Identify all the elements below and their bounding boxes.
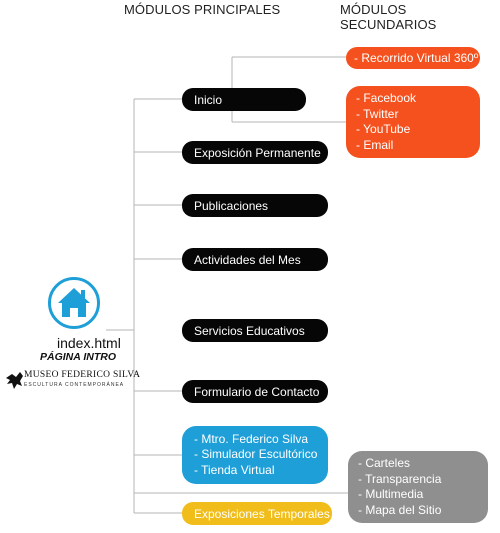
- module-inicio[interactable]: Inicio: [182, 88, 306, 111]
- list-item[interactable]: - Mtro. Federico Silva: [194, 431, 309, 446]
- list-item[interactable]: - Tienda Virtual: [194, 462, 275, 477]
- secondary-social-group[interactable]: - Facebook - Twitter - YouTube - Email: [346, 86, 480, 158]
- list-item[interactable]: - YouTube: [356, 122, 411, 136]
- module-publicaciones[interactable]: Publicaciones: [182, 194, 328, 217]
- secondary-modules-header: MÓDULOS SECUNDARIOS: [340, 2, 437, 32]
- list-item[interactable]: - Transparencia: [358, 471, 442, 486]
- secondary-recorrido-virtual[interactable]: - Recorrido Virtual 360º: [346, 47, 480, 69]
- list-item[interactable]: - Twitter: [356, 106, 399, 121]
- home-icon[interactable]: [48, 277, 100, 329]
- module-label: Exposición Permanente: [194, 145, 321, 160]
- list-item[interactable]: - Simulador Escultórico: [194, 447, 318, 462]
- module-servicios-educativos[interactable]: Servicios Educativos: [182, 319, 328, 342]
- module-label: - Recorrido Virtual 360º: [354, 51, 479, 65]
- list-item[interactable]: - Multimedia: [358, 487, 424, 501]
- module-label: Publicaciones: [194, 198, 269, 213]
- museum-logo-icon: [6, 372, 23, 389]
- module-formulario-contacto[interactable]: Formulario de Contacto: [182, 380, 328, 403]
- root-subtitle: PÁGINA INTRO: [40, 351, 117, 363]
- module-group-blue[interactable]: - Mtro. Federico Silva - Simulador Escul…: [182, 426, 328, 484]
- module-actividades-del-mes[interactable]: Actividades del Mes: [182, 248, 328, 271]
- logo-name: MUSEO FEDERICO SILVA: [24, 370, 141, 380]
- module-label: Actividades del Mes: [194, 252, 301, 267]
- main-modules-header: MÓDULOS PRINCIPALES: [124, 2, 281, 17]
- list-item[interactable]: - Email: [356, 137, 394, 152]
- module-label: Formulario de Contacto: [194, 384, 320, 399]
- module-label: Inicio: [194, 92, 223, 107]
- module-exposicion-permanente[interactable]: Exposición Permanente: [182, 141, 328, 164]
- module-exposiciones-temporales[interactable]: Exposiciones Temporales: [182, 502, 332, 525]
- secondary-extras-group[interactable]: - Carteles - Transparencia - Multimedia …: [348, 451, 488, 523]
- root-file-label: index.html: [57, 335, 121, 351]
- list-item[interactable]: - Carteles: [358, 456, 411, 470]
- module-label: Exposiciones Temporales: [194, 506, 330, 521]
- module-label: Servicios Educativos: [194, 323, 305, 338]
- list-item[interactable]: - Facebook: [356, 91, 417, 105]
- logo-tagline: ESCULTURA CONTEMPORÁNEA: [24, 382, 125, 388]
- list-item[interactable]: - Mapa del Sitio: [358, 502, 442, 517]
